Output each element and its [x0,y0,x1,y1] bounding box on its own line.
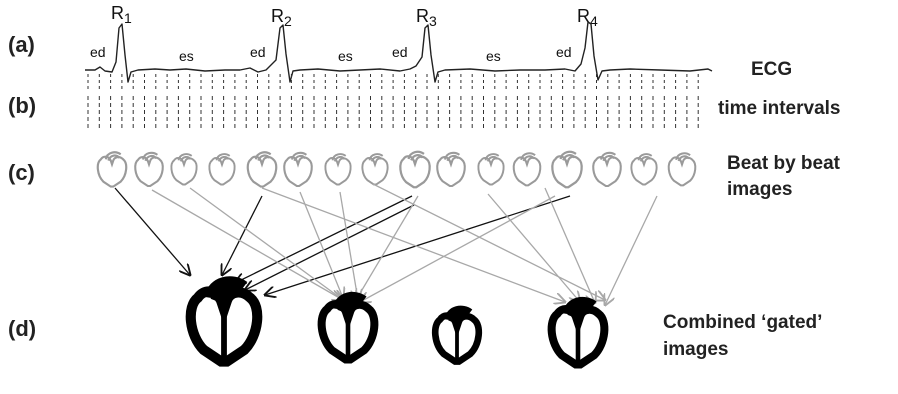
beat-heart-icon [514,153,541,185]
beat-heart-icon [552,152,581,187]
black-arrow [235,196,412,283]
beat-heart-icon [98,152,126,186]
grey-arrow [545,188,595,303]
grey-arrow [340,192,358,300]
gated-heart-icon [435,309,479,362]
beat-heart-icon [669,153,696,185]
grey-arrow [152,190,343,300]
beat-heart-icon [400,152,429,187]
beat-heart-icon [437,153,465,186]
beat-heart-icon [171,154,196,184]
beat-heart-icon [593,153,621,186]
beat-heart-icon [248,152,276,186]
beat-heart-icon [325,154,350,184]
beat-heart-icon [362,154,387,184]
grey-arrow [373,184,605,300]
beat-heart-icon [209,154,234,184]
time-interval-markers [88,96,698,128]
black-arrow [115,188,190,275]
gated-heart-icon [191,281,258,361]
beat-heart-icon [631,154,656,184]
gated-heart-icon [322,296,375,360]
ecg-interval-markers [88,74,698,90]
beat-heart-icon [478,154,503,184]
grey-arrow [605,196,657,305]
ecg-trace [85,22,712,82]
beat-heart-icon [135,153,163,186]
gated-heart-icon [552,301,605,365]
grey-arrow [360,196,555,302]
beat-images-row [98,152,696,187]
beat-heart-icon [284,153,312,186]
